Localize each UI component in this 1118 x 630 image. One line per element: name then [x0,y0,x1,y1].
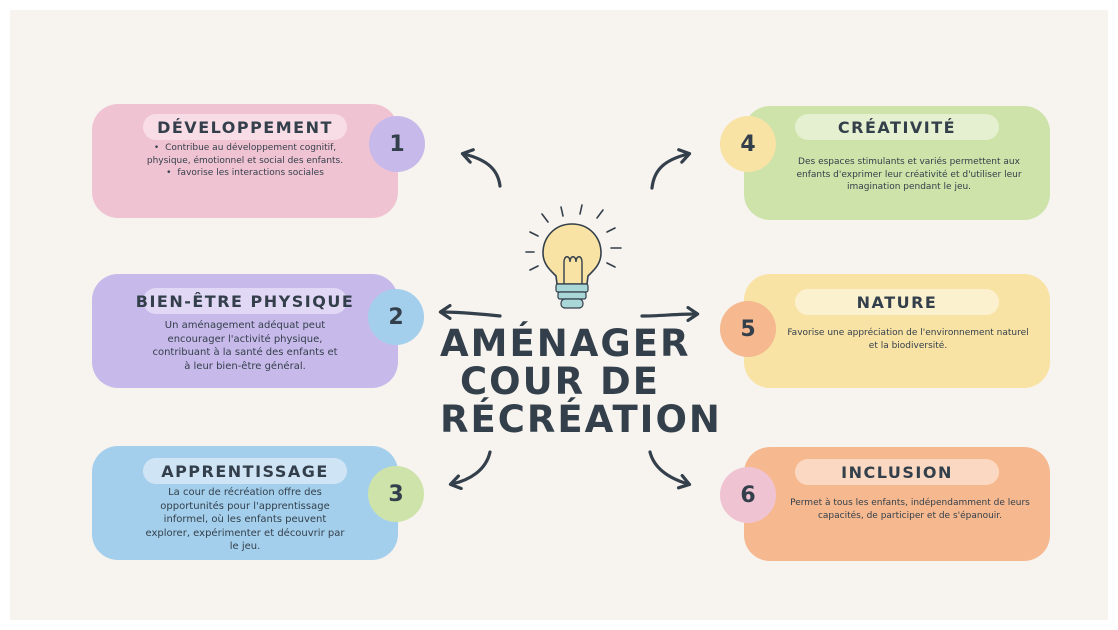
arrow-icon [648,450,692,490]
arrow-icon [438,304,502,321]
number-badge-4: 4 [720,116,776,172]
lightbulb-icon [525,204,622,309]
card-inclusion: INCLUSION Permet à tous les enfants, ind… [744,447,1050,561]
main-title-line-1: AMÉNAGER [440,322,691,365]
number-badge-6: 6 [720,467,776,523]
card-heading: INCLUSION [795,459,999,485]
card-bien-etre-physique: BIEN-ÊTRE PHYSIQUE Un aménagement adéqua… [92,274,398,388]
main-title-line-3: RÉCRÉATION [440,398,722,441]
card-apprentissage: APPRENTISSAGE La cour de récréation offr… [92,446,398,560]
arrow-icon [460,148,502,188]
number-badge-5: 5 [720,301,776,357]
card-text: Un aménagement adéquat peut encourager l… [152,320,338,372]
card-creativite: CRÉATIVITÉ Des espaces stimulants et var… [744,106,1050,220]
card-heading: DÉVELOPPEMENT [143,114,347,140]
arrow-icon [448,450,492,491]
bullet-item: favorise les interactions sociales [140,167,350,180]
card-text: Permet à tous les enfants, indépendammen… [790,498,1030,521]
arrow-icon [650,148,692,190]
card-heading: CRÉATIVITÉ [795,114,999,140]
arrow-icon [640,306,700,323]
card-text: Contribue au développement cognitif, phy… [140,142,350,180]
bullet-item: Contribue au développement cognitif, phy… [140,142,350,167]
card-heading: APPRENTISSAGE [143,458,347,484]
card-text: Favorise une appréciation de l'environne… [787,328,1029,351]
number-badge-2: 2 [368,289,424,345]
card-text: Des espaces stimulants et variés permett… [796,157,1022,192]
main-title-line-2: COUR DE [459,360,660,403]
card-heading: BIEN-ÊTRE PHYSIQUE [136,288,353,314]
number-badge-3: 3 [368,466,424,522]
card-heading: NATURE [795,289,999,315]
number-badge-1: 1 [369,116,425,172]
card-developpement: DÉVELOPPEMENT Contribue au développement… [92,104,398,218]
card-text: La cour de récréation offre des opportun… [145,487,345,552]
card-nature: NATURE Favorise une appréciation de l'en… [744,274,1050,388]
